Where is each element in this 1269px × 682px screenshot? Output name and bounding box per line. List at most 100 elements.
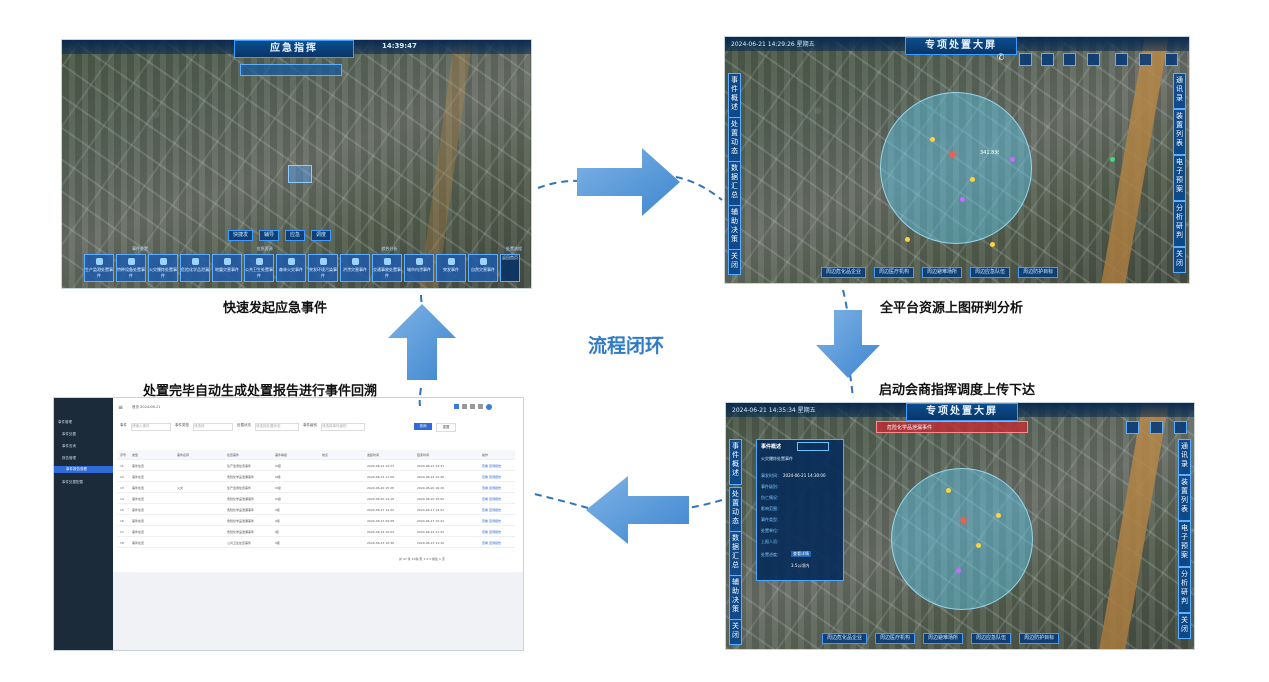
nearby-button[interactable]: 周边危化品企业 (821, 267, 867, 278)
layers-icon[interactable] (1139, 53, 1152, 66)
grid-icon[interactable] (1126, 421, 1139, 434)
event-tile[interactable]: 森林火灾事件 (276, 254, 306, 282)
resource-marker[interactable] (996, 513, 1001, 518)
more-icon[interactable] (1087, 53, 1100, 66)
filter-input[interactable]: 请输入事件 (131, 423, 171, 431)
row-actions[interactable]: 查看 回溯报告 (482, 475, 501, 479)
left-menu-button[interactable]: 处置动态 (729, 487, 742, 533)
message-icon[interactable] (1174, 421, 1187, 434)
left-menu-button[interactable]: 数据汇总 (728, 161, 741, 207)
right-menu-button[interactable]: 分析研判 (1173, 201, 1186, 247)
filter-input[interactable]: 请选择事件级别 (321, 423, 365, 431)
left-menu-button[interactable]: 关闭 (728, 249, 741, 275)
nearby-button[interactable]: 周边应急队伍 (971, 633, 1012, 644)
left-menu-button[interactable]: 辅助决策 (728, 205, 741, 251)
query-button[interactable]: 查询 (414, 423, 432, 430)
left-menu-button[interactable]: 处置动态 (728, 117, 741, 163)
right-menu-button[interactable]: 关闭 (1173, 247, 1186, 273)
popup-button[interactable]: 查看详情 (791, 551, 811, 557)
nearby-button[interactable]: 周边防护目标 (1018, 267, 1059, 278)
building-icon[interactable] (1019, 53, 1032, 66)
resource-marker[interactable] (1110, 157, 1115, 162)
resource-marker[interactable] (905, 237, 910, 242)
avatar[interactable] (486, 404, 492, 410)
nearby-button[interactable]: 周边医疗机构 (875, 633, 916, 644)
left-menu-button[interactable]: 关闭 (729, 619, 742, 645)
home-button[interactable]: 返回首页 (500, 254, 520, 282)
pagination[interactable]: 共 47 条 10条/页 1 2 3 前往 1 页 (399, 557, 445, 561)
resource-marker[interactable] (960, 197, 965, 202)
left-menu-button[interactable]: 事件概述 (728, 73, 741, 119)
nearby-button[interactable]: 周边危化品企业 (822, 633, 868, 644)
toolbar-icon[interactable] (462, 404, 467, 409)
sidebar-item[interactable]: 事件处置配置 (62, 480, 83, 484)
left-menu-button[interactable]: 事件概述 (729, 439, 742, 485)
mid-button[interactable]: 快捷发 (228, 230, 254, 241)
row-actions[interactable]: 查看 回溯报告 (482, 464, 501, 468)
camera-icon[interactable] (1063, 53, 1076, 66)
sidebar-item[interactable]: 事件管理 (58, 420, 72, 424)
resource-marker[interactable] (946, 488, 951, 493)
row-actions[interactable]: 查看 回溯报告 (482, 530, 501, 534)
right-menu-button[interactable]: 通讯录 (1178, 439, 1191, 475)
right-menu-button[interactable]: 电子预案 (1173, 155, 1186, 201)
sidebar-item[interactable]: 事件查询 (62, 444, 76, 448)
right-menu-button[interactable]: 装置列表 (1173, 109, 1186, 155)
layers-icon[interactable] (1150, 421, 1163, 434)
event-tile[interactable]: 生产监测处置事件 (84, 254, 114, 282)
row-actions[interactable]: 查看 回溯报告 (482, 497, 501, 501)
mid-button[interactable]: 应急 (285, 230, 306, 241)
event-marker[interactable] (961, 518, 966, 523)
mid-button[interactable]: 调度 (311, 230, 332, 241)
event-tile[interactable]: 自然灾害事件 (468, 254, 498, 282)
row-actions[interactable]: 查看 回溯报告 (482, 519, 501, 523)
left-menu-button[interactable]: 辅助决策 (729, 575, 742, 621)
nearby-button[interactable]: 周边应急队伍 (970, 267, 1011, 278)
event-marker[interactable] (950, 152, 955, 157)
nearby-button[interactable]: 周边防护目标 (1019, 633, 1060, 644)
filter-input[interactable]: 请选择处置状态 (255, 423, 299, 431)
toolbar-icon[interactable] (478, 404, 483, 409)
row-actions[interactable]: 查看 回溯报告 (482, 541, 501, 545)
right-menu-button[interactable]: 装置列表 (1178, 475, 1191, 521)
sidebar-item[interactable]: 事件处置 (62, 432, 76, 436)
event-tile[interactable]: 特种设备处置事件 (116, 254, 146, 282)
left-menu-button[interactable]: 数据汇总 (729, 531, 742, 577)
menu-icon[interactable]: ≡ (118, 404, 124, 411)
event-tile[interactable]: 地震灾害事件 (212, 254, 242, 282)
event-tile[interactable]: 火灾爆炸处置事件 (148, 254, 178, 282)
right-menu-button[interactable]: 通讯录 (1173, 73, 1186, 109)
resource-marker[interactable] (956, 568, 961, 573)
row-actions[interactable]: 查看 回溯报告 (482, 486, 501, 490)
nearby-button[interactable]: 周边避难场所 (923, 633, 964, 644)
toolbar-icon[interactable] (454, 404, 459, 409)
event-tile[interactable]: 突发环境污染事件 (308, 254, 338, 282)
mid-button[interactable]: 辅导 (259, 230, 280, 241)
event-tile[interactable]: 突发事件 (436, 254, 466, 282)
nearby-button[interactable]: 周边医疗机构 (874, 267, 915, 278)
resource-marker[interactable] (1010, 157, 1015, 162)
reset-button[interactable]: 重置 (436, 423, 456, 432)
event-tile[interactable]: 危险化学品泄漏 (180, 254, 210, 282)
grid-icon[interactable] (1115, 53, 1128, 66)
device-icon[interactable] (1041, 53, 1054, 66)
search-box[interactable] (240, 64, 342, 76)
filter-input[interactable]: 请选择 (193, 423, 233, 431)
resource-marker[interactable] (970, 177, 975, 182)
resource-marker[interactable] (976, 543, 981, 548)
toolbar-icon[interactable] (470, 404, 475, 409)
right-menu-button[interactable]: 关闭 (1178, 613, 1191, 639)
event-tile[interactable]: 交通事故处置事件 (372, 254, 402, 282)
phone-icon[interactable]: ✆ (997, 53, 1005, 63)
event-tile[interactable]: 洪涝灾害事件 (340, 254, 370, 282)
event-tile[interactable]: 城市内涝事件 (404, 254, 434, 282)
message-icon[interactable] (1165, 53, 1178, 66)
sidebar-item[interactable]: 报告管理 (62, 456, 76, 460)
right-menu-button[interactable]: 电子预案 (1178, 521, 1191, 567)
